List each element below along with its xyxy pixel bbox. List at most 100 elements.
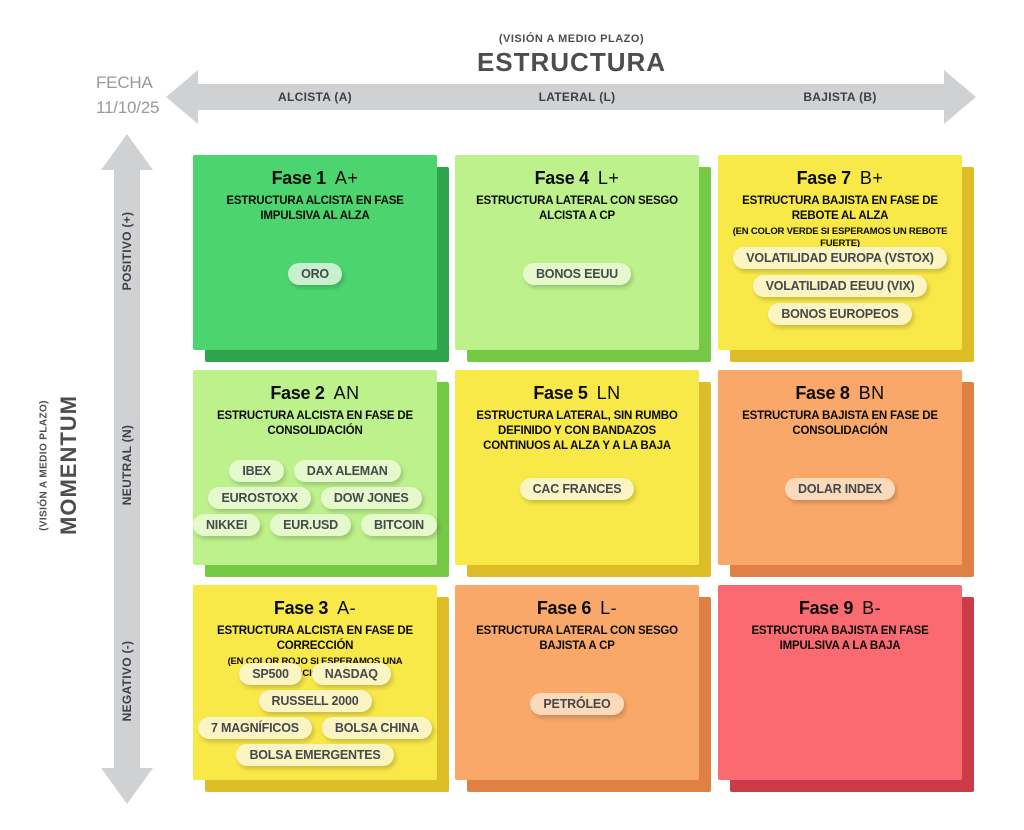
momentum-label-2: NEGATIVO (-) <box>120 640 134 722</box>
phase-name: Fase 5 <box>533 383 588 403</box>
phase-description: ESTRUCTURA LATERAL, SIN RUMBO DEFINIDO Y… <box>476 410 678 452</box>
asset-tag-row: EUROSTOXX DOW JONES <box>208 487 422 509</box>
asset-tag: DOW JONES <box>320 487 422 509</box>
momentum-label-1: NEUTRAL (N) <box>120 424 134 506</box>
phase-code: B- <box>862 598 882 618</box>
asset-tag: BONOS EUROPEOS <box>768 303 912 325</box>
asset-tag-row: PETRÓLEO <box>530 693 624 715</box>
asset-tag: BITCOIN <box>361 514 438 536</box>
phase-name: Fase 8 <box>795 383 850 403</box>
cell-title: Fase 1 A+ <box>193 168 437 189</box>
cell-title: Fase 6 L- <box>455 598 699 619</box>
asset-tag: VOLATILIDAD EUROPA (VSTOX) <box>733 247 947 269</box>
asset-tags: VOLATILIDAD EUROPA (VSTOX) VOLATILIDAD EE… <box>724 247 956 325</box>
cell-title: Fase 9 B- <box>718 598 962 619</box>
phase-note: (EN COLOR VERDE SI ESPERAMOS UN REBOTE F… <box>732 225 948 250</box>
asset-tag: DOLAR INDEX <box>785 478 895 500</box>
asset-tag-row: BONOS EUROPEOS <box>768 303 912 325</box>
asset-tags: ORO <box>199 263 431 285</box>
phase-name: Fase 1 <box>271 168 327 188</box>
arrow-right-icon <box>944 70 976 124</box>
matrix-cell-fase-4: Fase 4 L+ ESTRUCTURA LATERAL CON SESGO ALC… <box>455 155 699 350</box>
asset-tags: PETRÓLEO <box>461 693 693 715</box>
phase-description: ESTRUCTURA LATERAL CON SESGO ALCISTA A C… <box>476 195 678 222</box>
asset-tag-row: CAC FRANCES <box>519 478 635 500</box>
phase-code: A- <box>337 598 357 618</box>
matrix-cell-fase-2: Fase 2 AN ESTRUCTURA ALCISTA EN FASE DE CO… <box>192 370 438 565</box>
asset-tag: CAC FRANCES <box>519 478 635 500</box>
date-label: FECHA <box>96 73 153 92</box>
asset-tag-row: VOLATILIDAD EUROPA (VSTOX) <box>733 247 947 269</box>
estructura-subtitle: (VISIÓN A MEDIO PLAZO) <box>498 33 645 45</box>
cell-title: Fase 2 AN <box>193 383 437 404</box>
phase-name: Fase 9 <box>798 598 854 618</box>
asset-tags: BONOS EEUU <box>461 263 693 285</box>
asset-tag: SP500 <box>239 663 302 685</box>
asset-tag-row: BOLSA EMERGENTES <box>236 744 394 766</box>
asset-tag: IBEX <box>229 460 284 482</box>
phase-description: ESTRUCTURA LATERAL CON SESGO BAJISTA A C… <box>476 625 678 652</box>
matrix-cell-fase-1: Fase 1 A+ ESTRUCTURA ALCISTA EN FASE IMPUL… <box>193 155 437 350</box>
arrow-left-icon <box>166 70 198 124</box>
phase-description: ESTRUCTURA BAJISTA EN FASE IMPULSIVA A L… <box>751 625 929 652</box>
asset-tag: PETRÓLEO <box>530 693 624 715</box>
asset-tag-row: RUSSELL 2000 <box>258 690 372 712</box>
estructura-title: ESTRUCTURA <box>476 47 667 77</box>
cell-title: Fase 4 L+ <box>455 168 699 189</box>
asset-tag: ORO <box>288 263 342 285</box>
momentum-title: MOMENTUM <box>56 395 81 535</box>
momentum-axis-arrow <box>114 170 140 768</box>
phase-description: ESTRUCTURA BAJISTA EN FASE DE REBOTE AL … <box>742 195 938 222</box>
phase-code: L+ <box>597 168 620 188</box>
asset-tag: BOLSA EMERGENTES <box>236 744 394 766</box>
date-block: FECHA 11/10/25 <box>96 71 160 120</box>
asset-tag-row: DOLAR INDEX <box>785 478 895 500</box>
phase-code: L- <box>600 598 618 618</box>
matrix-cell-fase-7: Fase 7 B+ ESTRUCTURA BAJISTA EN FASE DE RE… <box>718 155 962 350</box>
asset-tag-row: ORO <box>288 263 342 285</box>
asset-tags: DOLAR INDEX <box>724 478 956 500</box>
phase-description: ESTRUCTURA ALCISTA EN FASE DE CONSOLIDAC… <box>217 410 413 437</box>
matrix-cell-fase-6: Fase 6 L- ESTRUCTURA LATERAL CON SESGO BAJ… <box>455 585 699 780</box>
asset-tag: NIKKEI <box>192 514 261 536</box>
phase-name: Fase 4 <box>534 168 590 188</box>
asset-tag: BOLSA CHINA <box>321 717 433 739</box>
phase-name: Fase 6 <box>536 598 592 618</box>
asset-tag: DAX ALEMAN <box>293 460 401 482</box>
matrix-cell-fase-9: Fase 9 B- ESTRUCTURA BAJISTA EN FASE IMPUL… <box>718 585 962 780</box>
asset-tag: EUROSTOXX <box>208 487 311 509</box>
estructura-label-0: ALCISTA (A) <box>278 90 352 104</box>
phase-code: LN <box>596 383 621 403</box>
asset-tag-row: VOLATILIDAD EEUU (VIX) <box>752 275 928 297</box>
asset-tag-row: IBEX DAX ALEMAN <box>229 460 401 482</box>
date-value: 11/10/25 <box>96 97 160 117</box>
estructura-axis-arrow <box>194 84 946 110</box>
cell-title: Fase 7 B+ <box>718 168 962 189</box>
phase-code: A+ <box>334 168 359 188</box>
phase-name: Fase 2 <box>270 383 325 403</box>
asset-tag: BONOS EEUU <box>522 263 632 285</box>
estructura-label-2: BAJISTA (B) <box>803 90 877 104</box>
phase-code: BN <box>858 383 885 403</box>
asset-tag-row: BONOS EEUU <box>522 263 632 285</box>
momentum-subtitle: (VISIÓN A MEDIO PLAZO) <box>38 400 50 531</box>
asset-tag: RUSSELL 2000 <box>258 690 372 712</box>
phase-name: Fase 7 <box>796 168 852 188</box>
cell-title: Fase 8 BN <box>718 383 962 404</box>
phase-code: B+ <box>859 168 884 188</box>
arrow-up-icon <box>101 134 153 170</box>
asset-tag: 7 MAGNÍFICOS <box>197 717 312 739</box>
arrow-down-icon <box>101 768 153 804</box>
phase-code: AN <box>333 383 360 403</box>
asset-tags: CAC FRANCES <box>461 478 693 500</box>
asset-tag: VOLATILIDAD EEUU (VIX) <box>752 275 928 297</box>
phase-description: ESTRUCTURA ALCISTA EN FASE IMPULSIVA AL … <box>226 195 404 222</box>
